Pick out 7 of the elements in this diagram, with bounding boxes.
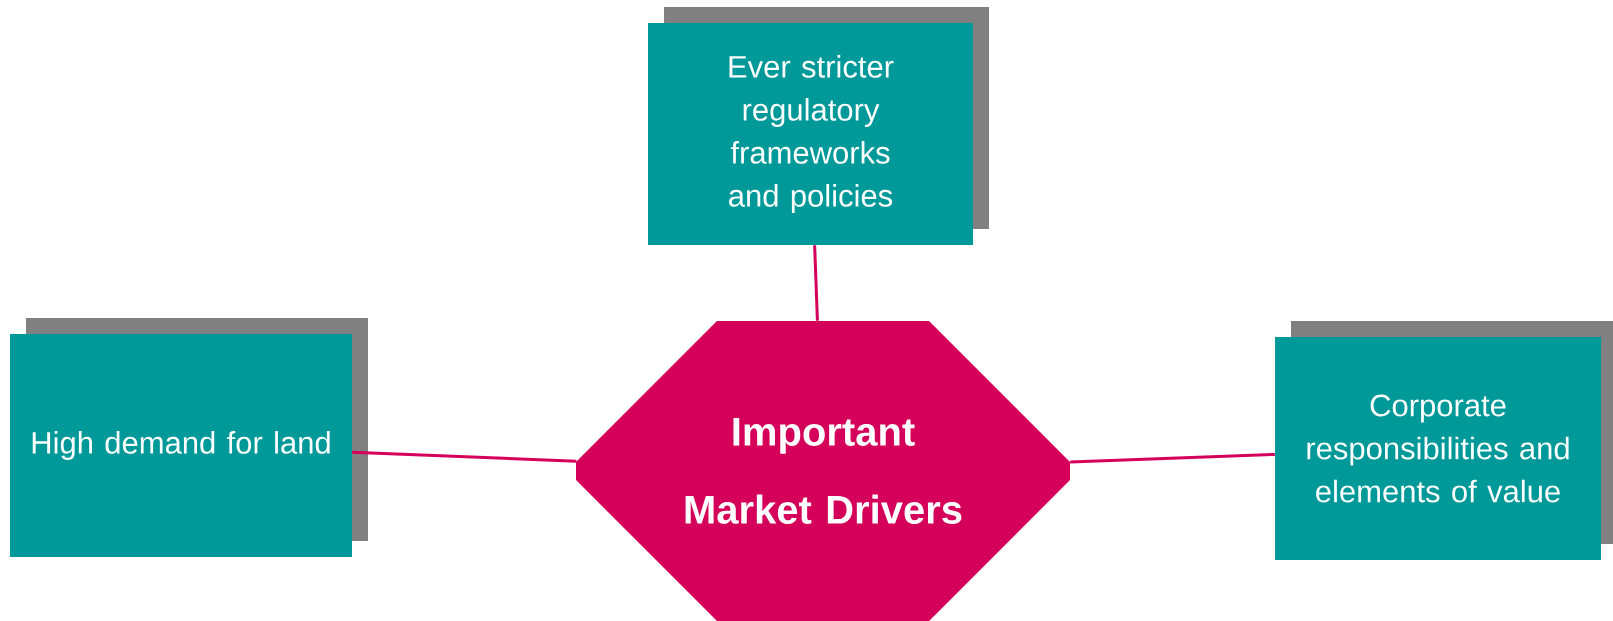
connector-line	[1070, 452, 1275, 464]
connector-line	[813, 245, 819, 321]
text-box: Corporate responsibilities and elements of value	[1275, 321, 1613, 560]
connector-line	[352, 450, 577, 463]
octagon: Important Market Drivers	[576, 321, 1070, 621]
text-box: Ever stricter regulatory frameworks and policies	[648, 7, 989, 245]
text-box: High demand for land	[10, 318, 368, 557]
